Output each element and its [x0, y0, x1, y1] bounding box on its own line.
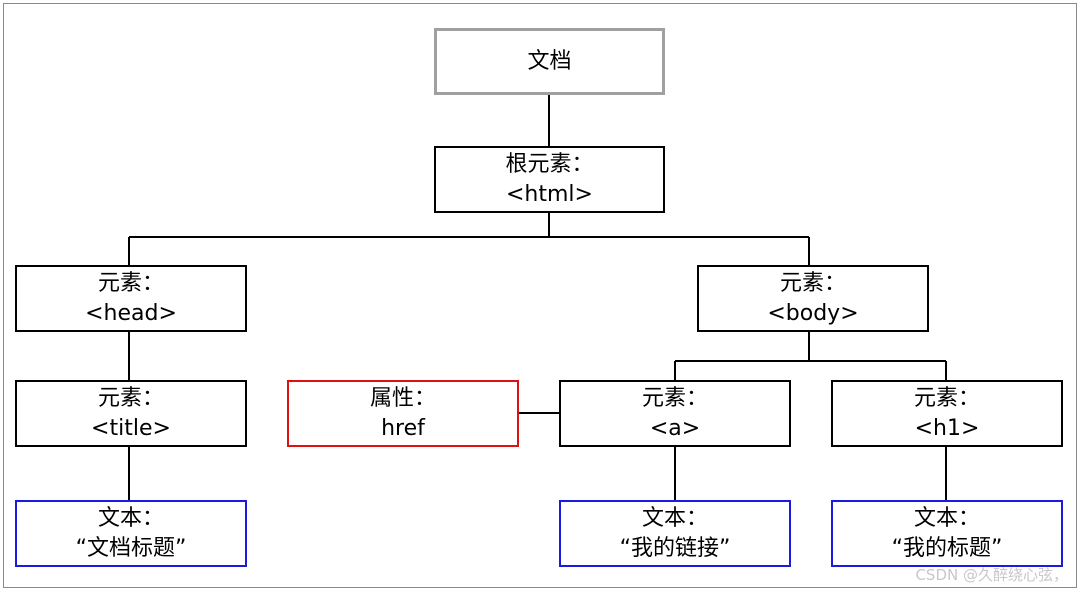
root-element-label: 根元素： [505, 151, 594, 177]
watermark: CSDN @久醉绕心弦， [915, 566, 1068, 584]
body-element-node: 元素： <body> [697, 265, 929, 332]
heading-text-node: 文本： “我的标题” [831, 500, 1063, 567]
head-element-tag: <head> [85, 300, 177, 326]
href-attribute-node: 属性： href [287, 380, 519, 447]
a-element-node: 元素： <a> [559, 380, 791, 447]
title-element-node: 元素： <title> [15, 380, 247, 447]
href-attribute-name: href [381, 415, 425, 441]
heading-text-value: “我的标题” [891, 535, 1003, 561]
title-text-label: 文本： [97, 505, 164, 531]
link-text-node: 文本： “我的链接” [559, 500, 791, 567]
diagram-frame [3, 3, 1077, 588]
title-element-tag: <title> [91, 415, 171, 441]
body-element-tag: <body> [767, 300, 859, 326]
link-text-value: “我的链接” [619, 535, 731, 561]
h1-element-node: 元素： <h1> [831, 380, 1063, 447]
h1-element-label: 元素： [913, 385, 980, 411]
title-text-node: 文本： “文档标题” [15, 500, 247, 567]
head-element-node: 元素： <head> [15, 265, 247, 332]
title-text-value: “文档标题” [75, 535, 187, 561]
body-element-label: 元素： [779, 270, 846, 296]
href-attribute-label: 属性： [369, 385, 436, 411]
head-element-label: 元素： [97, 270, 164, 296]
h1-element-tag: <h1> [914, 415, 980, 441]
title-element-label: 元素： [97, 385, 164, 411]
root-element-node: 根元素： <html> [434, 146, 665, 213]
root-element-tag: <html> [506, 181, 593, 207]
document-node: 文档 [434, 28, 665, 95]
document-label: 文档 [527, 48, 572, 74]
heading-text-label: 文本： [913, 505, 980, 531]
link-text-label: 文本： [641, 505, 708, 531]
a-element-label: 元素： [641, 385, 708, 411]
a-element-tag: <a> [649, 415, 701, 441]
